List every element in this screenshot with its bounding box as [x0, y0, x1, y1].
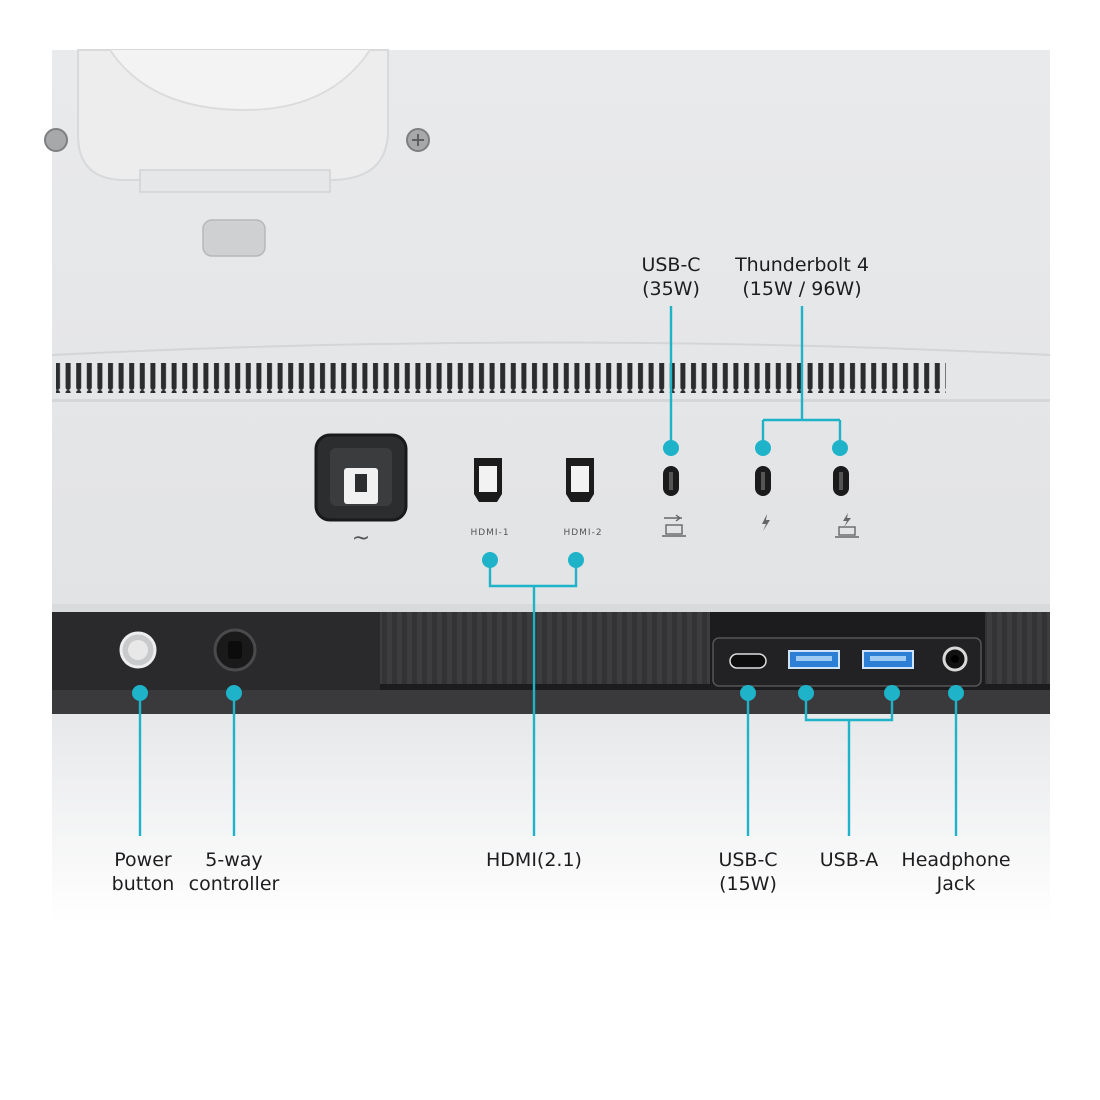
usb-a-line1: USB-A: [819, 849, 879, 871]
ac-symbol: ~: [352, 526, 370, 551]
release-latch: [202, 219, 266, 257]
power-button-callout: Power button: [112, 848, 175, 896]
bottom-vent-left: [380, 612, 710, 684]
laptop-usb-icon: [662, 514, 686, 537]
five-way-line1: 5-way: [205, 849, 263, 871]
thunderbolt-4-callout: Thunderbolt 4 (15W / 96W): [735, 253, 869, 301]
screw: [44, 128, 68, 152]
headphone-jack-callout: Headphone Jack: [901, 848, 1010, 896]
callout-dots: [132, 440, 964, 701]
hdmi-1-label: HDMI-1: [470, 528, 509, 538]
hdmi-line1: HDMI(2.1): [486, 849, 582, 871]
bottom-vent-right: [985, 612, 1050, 684]
usb-c-15w-callout: USB-C (15W): [718, 848, 777, 896]
headphone-line2: Jack: [936, 873, 976, 895]
usb-c-15w-port: [729, 653, 767, 669]
top-vent: [56, 363, 946, 393]
headphone-line1: Headphone: [901, 849, 1011, 871]
hdmi-2-label: HDMI-2: [563, 528, 602, 538]
usb-a-callout: USB-A: [820, 848, 878, 872]
five-way-controller-callout: 5-way controller: [189, 848, 280, 896]
callout-lines: [138, 306, 958, 836]
usb-c-35w-line2: (35W): [642, 278, 700, 300]
usb-c-35w-callout: USB-C (35W): [641, 253, 700, 301]
usb-c-15w-line2: (15W): [719, 873, 777, 895]
usb-c-15w-line1: USB-C: [718, 849, 778, 871]
thunderbolt-laptop-icon: [835, 513, 859, 538]
thunderbolt-4-line1: Thunderbolt 4: [735, 254, 869, 276]
power-button-line2: button: [111, 873, 175, 895]
thunderbolt-4-line2: (15W / 96W): [742, 278, 862, 300]
five-way-line2: controller: [188, 873, 280, 895]
thunderbolt-icon: [762, 514, 770, 531]
hdmi-2-port: [566, 458, 594, 502]
usb-c-35w-line1: USB-C: [641, 254, 701, 276]
hdmi-1-port: [474, 458, 502, 502]
power-button-line1: Power: [114, 849, 172, 871]
hdmi-callout: HDMI(2.1): [486, 848, 582, 872]
